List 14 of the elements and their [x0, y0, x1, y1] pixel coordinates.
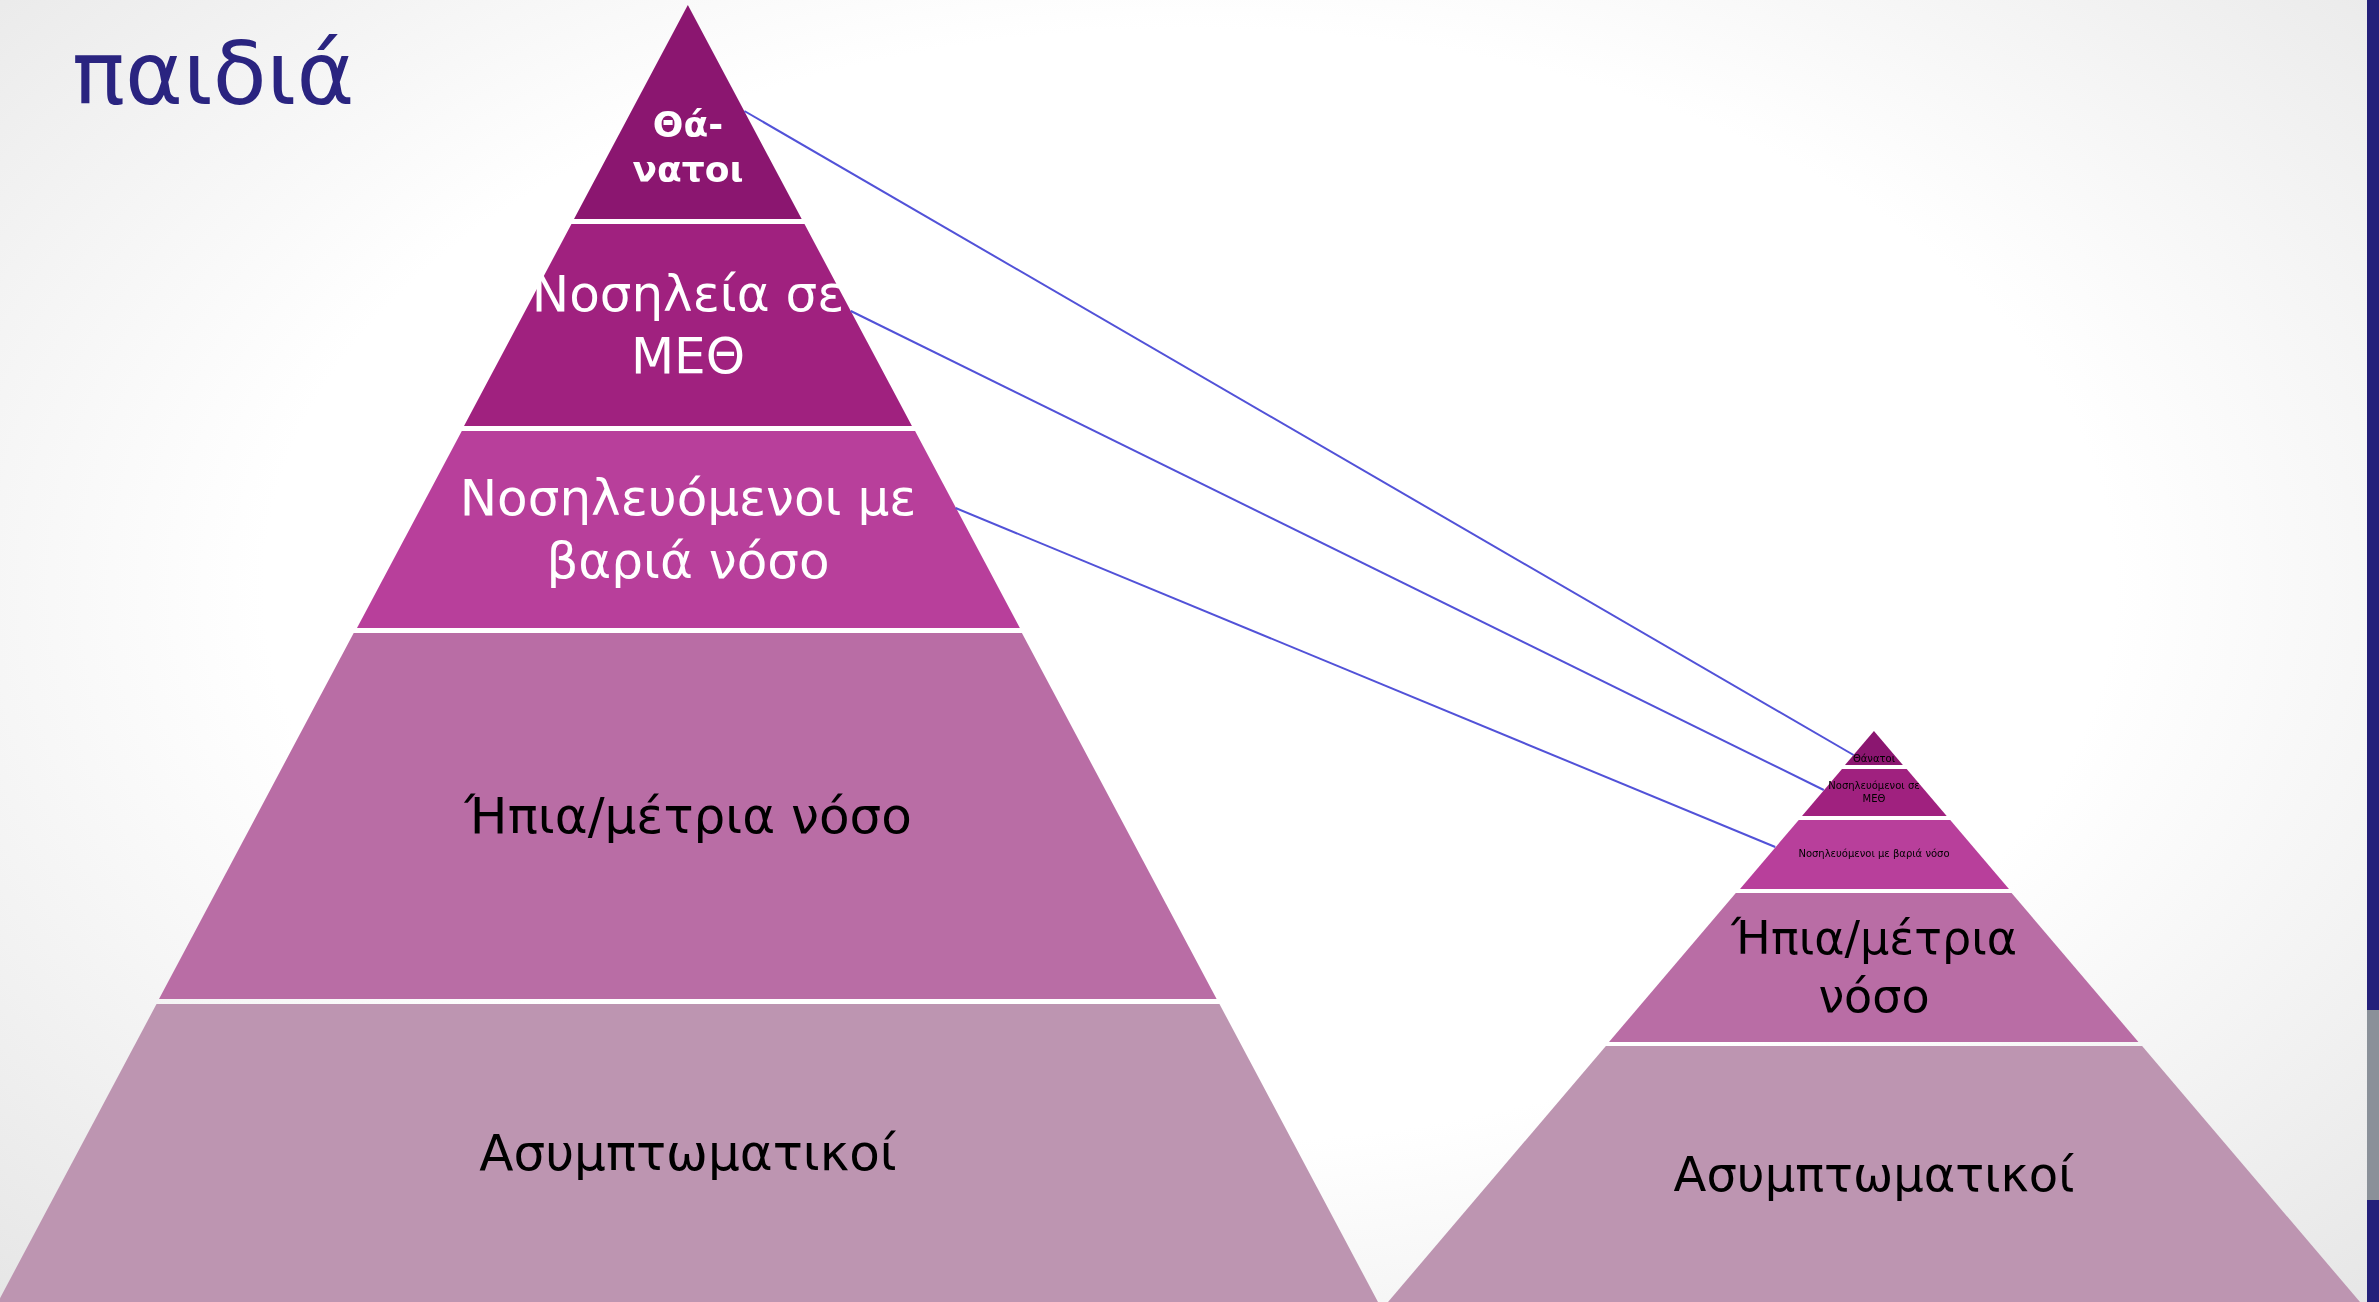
tier-label: Ήπια/μέτρια νόσο: [1729, 910, 2018, 1025]
connector-line: [954, 507, 1777, 848]
title: παιδιά: [72, 22, 355, 125]
connector-line: [849, 310, 1825, 791]
tier-label: Νοσηλευόμενοι με βαριά νόσο: [1797, 848, 1951, 861]
tier-label: Ήπια/μέτρια νόσο: [463, 785, 913, 847]
tier-label: Νοσηλεία σε ΜΕΘ: [530, 263, 846, 387]
tier-label: Ασυμπτωματικοί: [1672, 1145, 2076, 1204]
tier-label: Θάνατοι: [1851, 752, 1897, 766]
connector-line: [743, 110, 1855, 756]
tier-label: Νοσηλευόμενοι σε ΜΕΘ: [1827, 780, 1921, 805]
tier-label: Ασυμπτωματικοί: [478, 1122, 898, 1184]
tier-label: Θά- νατοι: [631, 103, 745, 192]
tier-label: Νοσηλευόμενοι με βαριά νόσο: [458, 468, 918, 592]
